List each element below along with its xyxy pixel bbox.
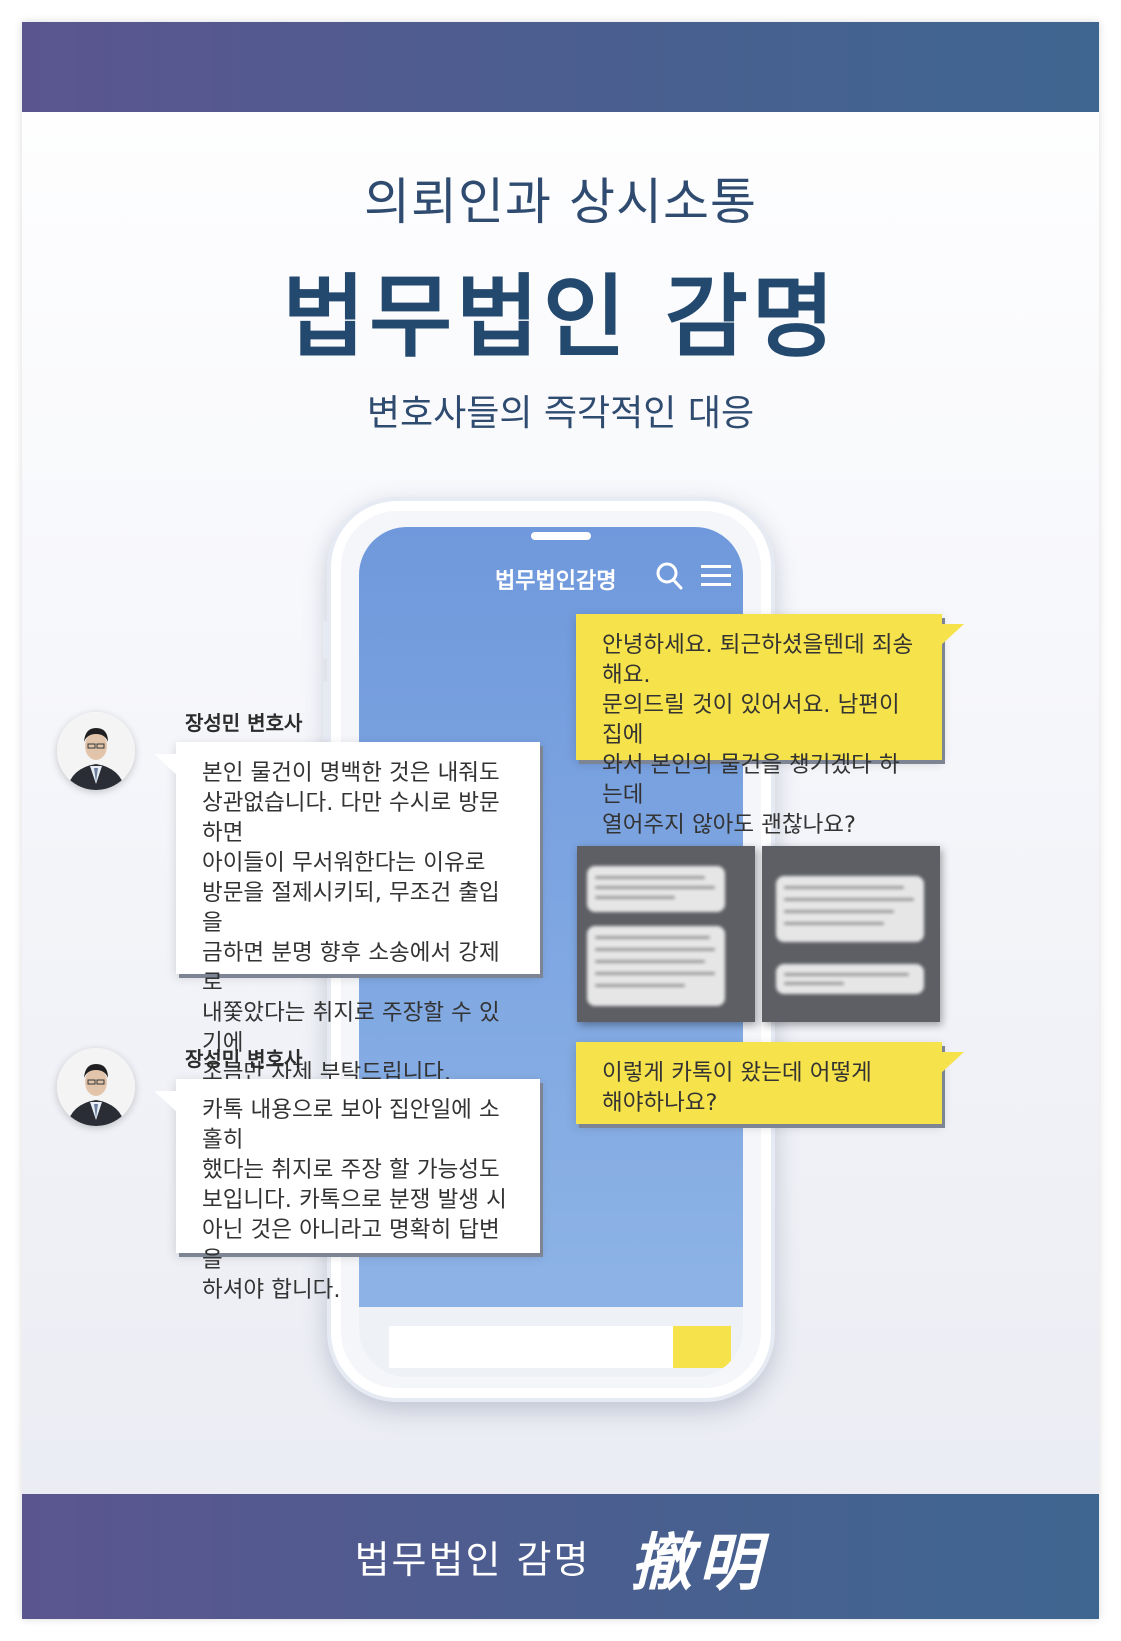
message-line: 방문을 절제시키되, 무조건 출입을 [202, 880, 500, 936]
message-line: 아닌 것은 아니라고 명확히 답변을 [202, 1217, 500, 1273]
blurred-message [587, 866, 725, 912]
page-title: 법무법인 감명 [282, 265, 839, 370]
blurred-message [776, 876, 924, 942]
message-line: 아이들이 무서워한다는 이유로 [202, 850, 486, 876]
lawyer-photo [57, 712, 135, 790]
message-line: 하셔야 합니다. [202, 1277, 341, 1303]
message-line: 이렇게 카톡이 왔는데 어떻게 [602, 1060, 872, 1086]
message-line: 열어주지 않아도 괜찮나요? [602, 812, 856, 838]
bubble-tail [940, 624, 964, 646]
lawyer-photo [57, 1048, 135, 1126]
message-line: 보입니다. 카톡으로 분쟁 발생 시 [202, 1187, 507, 1213]
message-line: 카톡 내용으로 보아 집안일에 소홀히 [202, 1097, 500, 1153]
message-line: 본인 물건이 명백한 것은 내줘도 [202, 760, 500, 786]
phone-brand: 법무법인감명 [495, 569, 617, 594]
page-subtitle: 의뢰인과 상시소통 [364, 173, 757, 231]
message-line: 문의드릴 것이 있어서요. 남편이 집에 [602, 692, 900, 748]
send-button[interactable] [673, 1326, 731, 1368]
lawyer-message-1: 본인 물건이 명백한 것은 내줘도 상관없습니다. 다만 수시로 방문하면 아이… [154, 742, 540, 1086]
bottom-banner: 법무법인 감명 撤明 [22, 1494, 1099, 1619]
message-line: 안녕하세요. 퇴근하셨을텐데 죄송해요. [602, 632, 914, 688]
client-message-1: 안녕하세요. 퇴근하셨을텐데 죄송해요. 문의드릴 것이 있어서요. 남편이 집… [576, 614, 964, 838]
page-tagline: 변호사들의 즉각적인 대응 [366, 393, 755, 434]
blurred-message [776, 964, 924, 994]
blurred-message [587, 926, 725, 1006]
menu-icon[interactable] [701, 565, 731, 587]
phone-notch [531, 532, 591, 540]
chat-input[interactable] [389, 1326, 673, 1368]
message-line: 금하면 분명 향후 소송에서 강제로 [202, 940, 500, 996]
search-icon[interactable] [655, 561, 683, 591]
bubble-tail [154, 754, 178, 776]
lawyer-name: 장성민 변호사 [185, 711, 303, 735]
lawyer-avatar [57, 1048, 135, 1126]
phone-header: 법무법인감명 [359, 557, 743, 597]
bubble-tail [940, 1052, 964, 1074]
kakao-screenshot-2 [762, 846, 940, 1022]
lawyer-avatar [57, 712, 135, 790]
phone-side-button [323, 621, 328, 659]
footer-logo-seal: 撤明 [630, 1525, 767, 1599]
message-line: 했다는 취지로 주장 할 가능성도 [202, 1157, 500, 1183]
message-line: 상관없습니다. 다만 수시로 방문하면 [202, 790, 500, 846]
kakao-screenshot-1 [577, 846, 755, 1022]
message-line: 와서 본인의 물건을 챙기겠다 하는데 [602, 752, 900, 808]
bubble-tail [154, 1091, 178, 1113]
top-banner [22, 22, 1099, 112]
lawyer-message-2: 카톡 내용으로 보아 집안일에 소홀히 했다는 취지로 주장 할 가능성도 보입… [154, 1079, 540, 1303]
message-line: 해야하나요? [602, 1090, 718, 1116]
client-message-2: 이렇게 카톡이 왔는데 어떻게 해야하나요? [576, 1042, 964, 1124]
page-frame: 의뢰인과 상시소통 법무법인 감명 변호사들의 즉각적인 대응 법무법인감명 [22, 22, 1099, 1619]
phone-volume-button [323, 681, 328, 741]
footer-firm-name: 법무법인 감명 [354, 1538, 591, 1582]
lawyer-name: 장성민 변호사 [185, 1047, 303, 1071]
message-line: 내쫓았다는 취지로 주장할 수 있기에 [202, 1000, 500, 1056]
